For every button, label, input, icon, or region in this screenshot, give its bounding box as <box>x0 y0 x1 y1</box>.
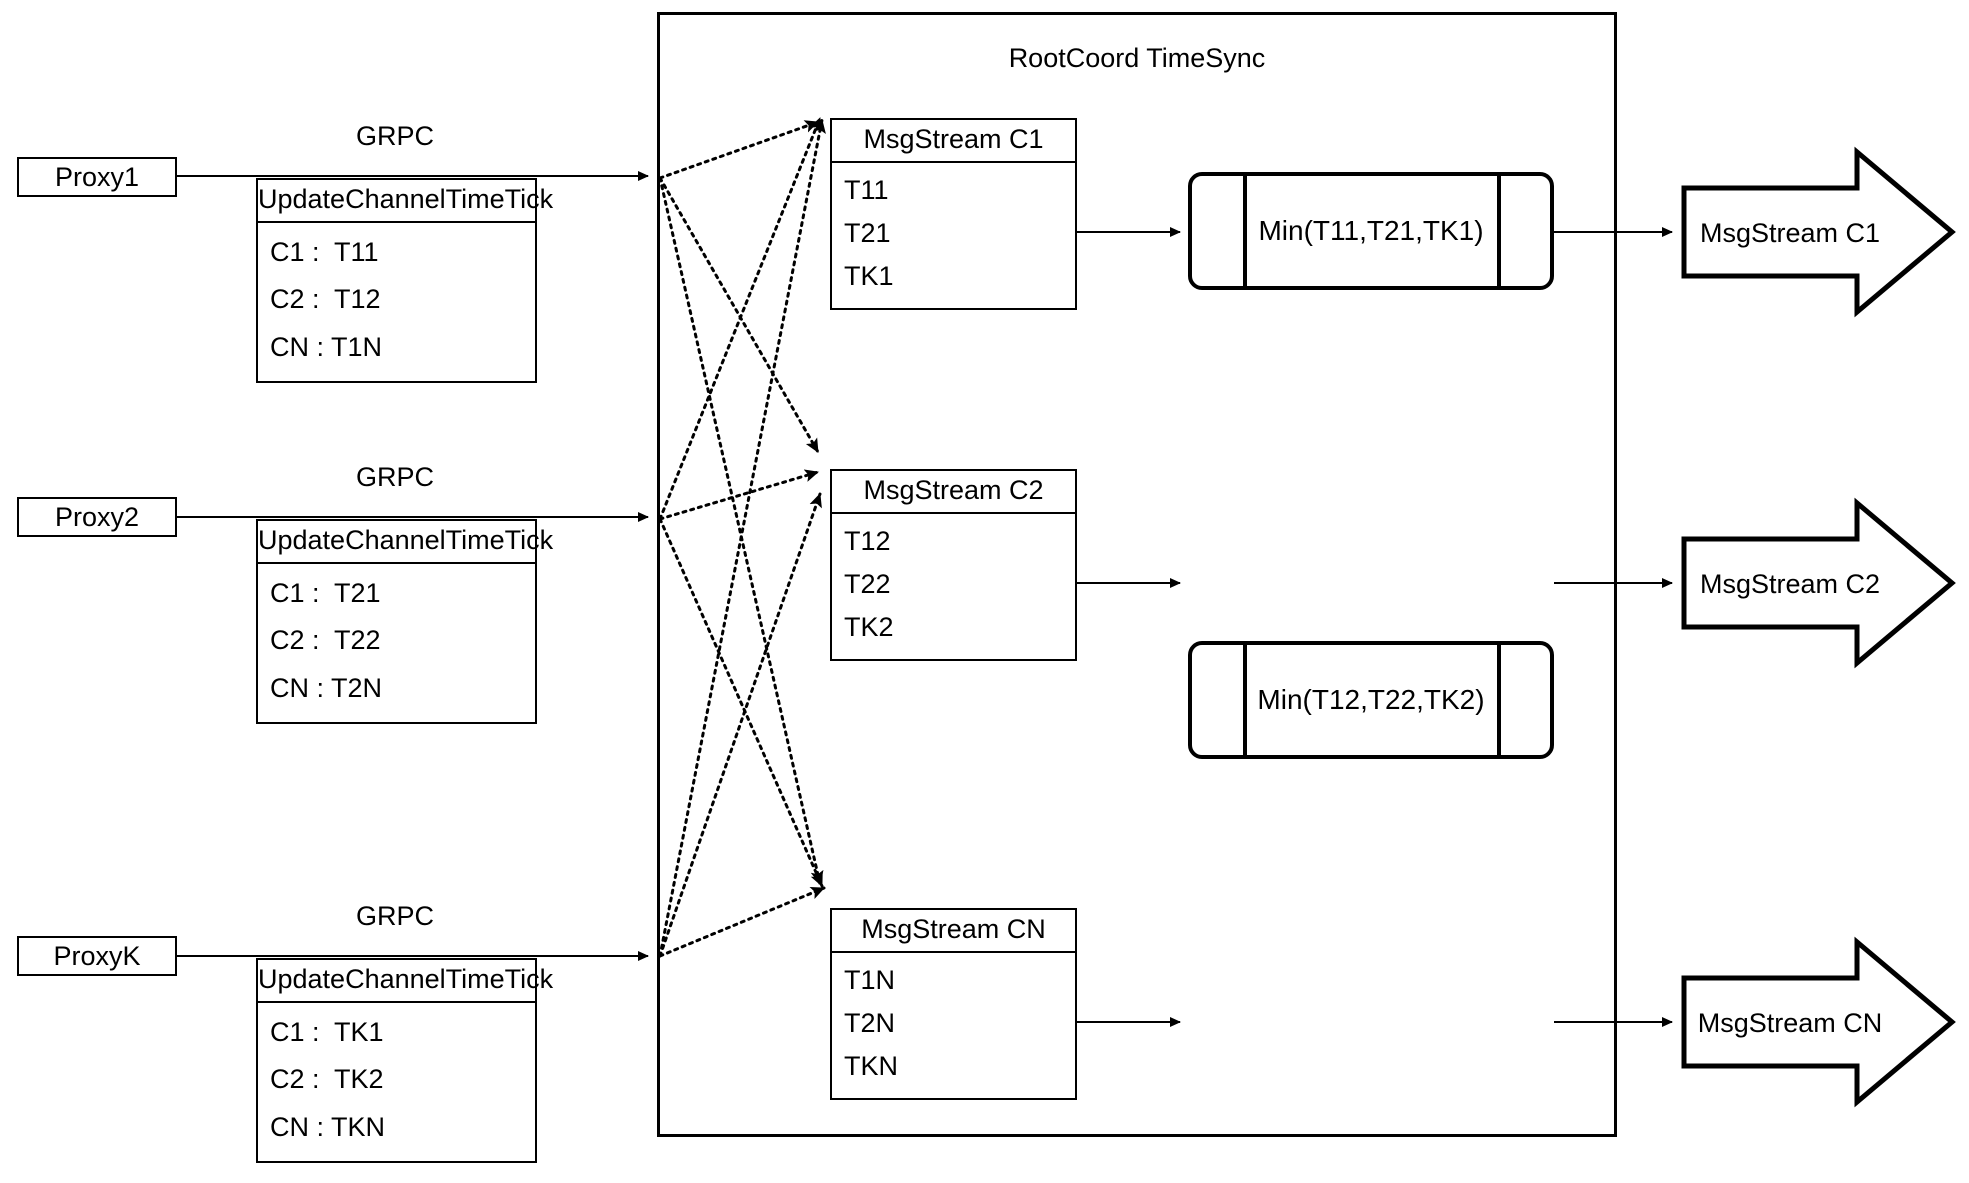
update-channel-timetick-title-k: UpdateChannelTimeTick <box>258 960 553 1003</box>
timetick-row: C2 : T22 <box>270 625 381 656</box>
update-channel-timetick-box-k: UpdateChannelTimeTick C1 : TK1 C2 : TK2 … <box>256 958 553 1163</box>
msgstream-row: T1N <box>844 965 896 995</box>
msgstream-row: T11 <box>844 175 889 205</box>
proxy-box-2[interactable]: Proxy2 <box>17 497 177 537</box>
min-process-c2: Min(T12,T22,TK2) <box>1188 641 1554 759</box>
rootcoord-timesync-title: RootCoord TimeSync <box>1008 43 1266 73</box>
grpc-label-k: GRPC <box>355 901 434 931</box>
timetick-row: CN : TKN <box>270 1111 386 1142</box>
timetick-row: C2 : T12 <box>270 284 381 315</box>
msgstream-row: TK2 <box>844 612 894 642</box>
msgstream-row: T2N <box>844 1008 896 1038</box>
msgstream-box-cn: MsgStream CN T1N T2N TKN <box>830 908 1077 1100</box>
min-process-label: Min(T12,T22,TK2) <box>1257 684 1485 715</box>
timetick-row: C1 : TK1 <box>270 1017 384 1048</box>
msgstream-title-c2: MsgStream C2 <box>832 471 1075 514</box>
msgstream-row: T21 <box>844 218 891 248</box>
timetick-row: C1 : T11 <box>270 237 379 268</box>
process-right-bar <box>1497 641 1501 759</box>
msgstream-box-c2: MsgStream C2 T12 T22 TK2 <box>830 469 1077 661</box>
min-process-label: Min(T11,T21,TK1) <box>1258 215 1484 246</box>
timetick-row: CN : T2N <box>270 672 383 703</box>
msgstream-box-c1: MsgStream C1 T11 T21 TK1 <box>830 118 1077 310</box>
proxy-label: Proxy1 <box>54 161 140 192</box>
update-channel-timetick-title-2: UpdateChannelTimeTick <box>258 521 553 564</box>
msgstream-title-cn: MsgStream CN <box>832 910 1075 953</box>
proxy-label: ProxyK <box>53 940 141 971</box>
output-label-c1: MsgStream C1 <box>1699 218 1881 248</box>
proxy-label: Proxy2 <box>54 501 140 532</box>
update-channel-timetick-box-1: UpdateChannelTimeTick C1 : T11 C2 : T12 … <box>256 178 553 383</box>
timetick-row: C1 : T21 <box>270 578 381 609</box>
msgstream-title-c1: MsgStream C1 <box>832 120 1075 163</box>
process-right-bar <box>1497 172 1501 290</box>
output-label-cn: MsgStream CN <box>1697 1008 1883 1038</box>
grpc-label-1: GRPC <box>355 121 434 151</box>
grpc-label-2: GRPC <box>355 462 434 492</box>
rootcoord-timesync-container <box>657 12 1617 1137</box>
proxy-box-1[interactable]: Proxy1 <box>17 157 177 197</box>
timetick-row: C2 : TK2 <box>270 1064 384 1095</box>
output-label-c2: MsgStream C2 <box>1699 569 1881 599</box>
msgstream-row: TK1 <box>844 261 894 291</box>
min-process-c1: Min(T11,T21,TK1) <box>1188 172 1554 290</box>
update-channel-timetick-box-2: UpdateChannelTimeTick C1 : T21 C2 : T22 … <box>256 519 553 724</box>
process-left-bar <box>1243 641 1247 759</box>
proxy-box-k[interactable]: ProxyK <box>17 936 177 976</box>
msgstream-row: T12 <box>844 526 891 556</box>
process-left-bar <box>1243 172 1247 290</box>
msgstream-row: TKN <box>844 1051 898 1081</box>
timetick-row: CN : T1N <box>270 331 383 362</box>
update-channel-timetick-title-1: UpdateChannelTimeTick <box>258 180 553 223</box>
msgstream-row: T22 <box>844 569 891 599</box>
